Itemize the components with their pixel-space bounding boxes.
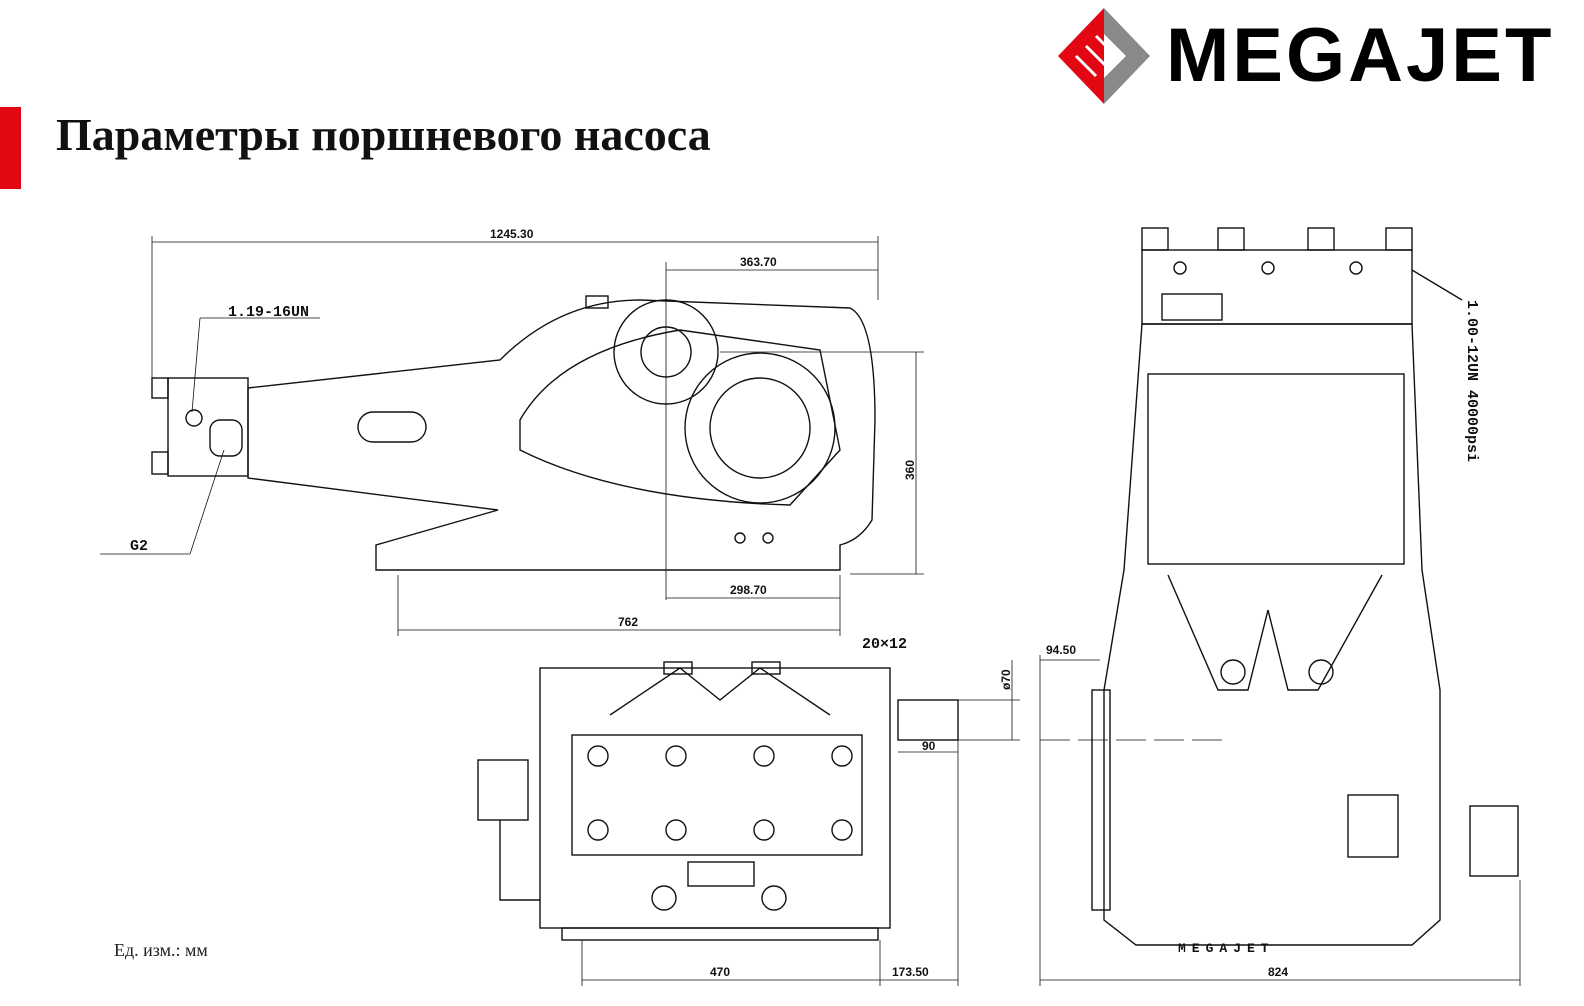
dim-shaft-projection: 173.50 (892, 965, 929, 979)
label-outlet-thread: G2 (130, 538, 148, 555)
dim-upper-offset: 363.70 (740, 255, 777, 269)
label-inlet-thread: 1.19-16UN (228, 304, 309, 321)
front-view: 20×12 ø70 90 470 173.50 (477, 636, 1020, 986)
dim-height: 360 (903, 460, 917, 480)
dim-shaft-offset: 94.50 (1046, 643, 1076, 657)
dim-overall-width: 824 (1268, 965, 1288, 979)
logo-text: MEGAJET (1166, 13, 1555, 98)
page-title: Параметры поршневого насоса (56, 109, 711, 160)
label-key: 20×12 (862, 636, 907, 653)
units-note: Ед. изм.: мм (114, 940, 208, 960)
base-mark: MEGAJET (1178, 941, 1275, 956)
dim-overall-length: 1245.30 (490, 227, 534, 241)
dim-shaft-diameter: ø70 (999, 669, 1013, 690)
label-discharge-thread: 1.00-12UN 40000psi (1463, 300, 1480, 462)
side-view: 1245.30 363.70 1.19-16UN G2 360 298.70 (100, 227, 924, 636)
megajet-logo: MEGAJET (1056, 6, 1576, 106)
logo-mark-icon (1058, 8, 1150, 104)
dim-shaft-length: 90 (922, 739, 936, 753)
accent-bar (0, 107, 21, 189)
dim-base-length: 762 (618, 615, 638, 629)
end-view: 1.00-12UN 40000psi MEGAJET 94.50 824 (1039, 227, 1521, 986)
dim-foot-offset: 298.70 (730, 583, 767, 597)
dim-base-width: 470 (710, 965, 730, 979)
